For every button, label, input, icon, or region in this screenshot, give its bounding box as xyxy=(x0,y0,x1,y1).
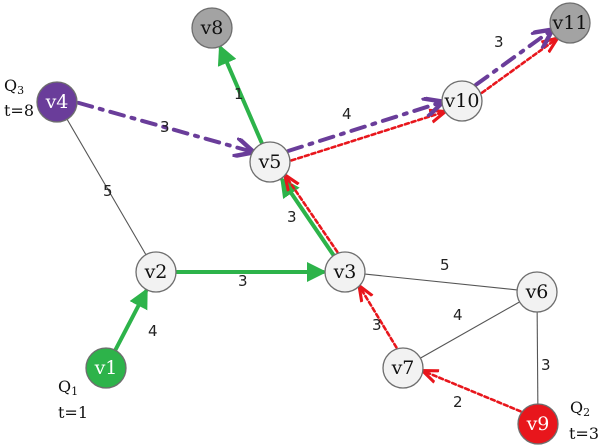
edge-weights: 5 5 4 3 4 3 3 1 2 3 3 4 3 xyxy=(103,33,551,411)
edge-weight-v7-v6: 4 xyxy=(453,306,463,324)
node-label-v8: v8 xyxy=(200,17,224,39)
node-v2: v2 xyxy=(135,251,177,293)
node-v3: v3 xyxy=(324,251,366,293)
node-v1: v1 xyxy=(85,347,127,389)
query-time-q3: t=8 xyxy=(4,101,34,120)
node-circle-v7 xyxy=(382,347,424,389)
node-label-v10: v10 xyxy=(444,90,480,112)
node-circle-v5 xyxy=(249,141,291,183)
node-label-v2: v2 xyxy=(144,261,168,283)
node-v7: v7 xyxy=(382,347,424,389)
node-label-v5: v5 xyxy=(258,151,282,173)
node-circle-v4 xyxy=(36,81,78,123)
edge-weight-v6-v9: 3 xyxy=(541,356,551,374)
node-label-v6: v6 xyxy=(525,281,549,303)
edge-v3-v6 xyxy=(364,273,518,291)
query-paths xyxy=(76,32,556,413)
node-circle-v2 xyxy=(135,251,177,293)
path-weight-v5-v10: 4 xyxy=(342,105,352,123)
path-weight-v5-v8: 1 xyxy=(234,85,244,103)
node-v8: v8 xyxy=(191,7,233,49)
green-path-v1-v2 xyxy=(113,287,148,352)
red-path-v5-v10 xyxy=(290,112,443,162)
query-time-q2: t=3 xyxy=(569,424,599,443)
edge-weight-v4-v2: 5 xyxy=(103,182,113,200)
green-path-v5-v8 xyxy=(217,44,264,145)
edge-v4-v2 xyxy=(66,119,147,255)
node-v9: v9 xyxy=(517,403,559,445)
purple-path-v10-v11 xyxy=(474,32,549,87)
node-circle-v9 xyxy=(517,403,559,445)
red-path-v9-v7 xyxy=(425,372,522,413)
query-label-q2: Q2 xyxy=(570,398,590,419)
purple-path-v5-v10 xyxy=(286,103,440,153)
path-weight-v7-v3: 3 xyxy=(372,316,382,334)
purple-path-v4-v5 xyxy=(76,100,251,151)
node-circle-v11 xyxy=(549,2,591,44)
edge-v7-v6 xyxy=(420,301,520,359)
node-circle-v10 xyxy=(441,80,483,122)
path-weight-v9-v7: 2 xyxy=(453,393,463,411)
node-label-v9: v9 xyxy=(526,413,550,435)
path-weight-v2-v3: 3 xyxy=(238,272,248,290)
graph-nodes: v1 v2 v3 v4 v5 v6 v7 v8 v9 v10 v11 xyxy=(36,2,591,445)
node-label-v3: v3 xyxy=(333,261,357,283)
path-weight-v3-v5: 3 xyxy=(287,208,297,226)
path-weight-v4-v5: 3 xyxy=(160,118,170,136)
path-weight-v10-v11: 3 xyxy=(494,33,504,51)
node-label-v1: v1 xyxy=(94,357,118,379)
red-path-v7-v3 xyxy=(361,288,398,349)
node-v4: v4 xyxy=(36,81,78,123)
edge-weight-v3-v6: 5 xyxy=(440,256,450,274)
node-label-v7: v7 xyxy=(391,357,415,379)
query-label-q3: Q3 xyxy=(4,76,24,97)
red-path-v10-v11 xyxy=(480,40,555,95)
query-time-q1: t=1 xyxy=(58,403,88,422)
node-circle-v6 xyxy=(516,271,558,313)
node-circle-v8 xyxy=(191,7,233,49)
node-v11: v11 xyxy=(549,2,591,44)
node-circle-v1 xyxy=(85,347,127,389)
query-label-q1: Q1 xyxy=(58,377,78,398)
node-v6: v6 xyxy=(516,271,558,313)
edge-v6-v9 xyxy=(536,311,539,405)
node-label-v4: v4 xyxy=(45,91,69,113)
node-v5: v5 xyxy=(249,141,291,183)
node-v10: v10 xyxy=(441,80,483,122)
node-circle-v3 xyxy=(324,251,366,293)
plain-edges xyxy=(66,119,539,405)
green-path-v3-v5 xyxy=(280,176,336,257)
query-labels: Q3 t=8 Q1 t=1 Q2 t=3 xyxy=(4,76,599,443)
node-label-v11: v11 xyxy=(552,12,588,34)
path-weight-v1-v2: 4 xyxy=(148,322,158,340)
red-path-v3-v5 xyxy=(287,177,339,254)
